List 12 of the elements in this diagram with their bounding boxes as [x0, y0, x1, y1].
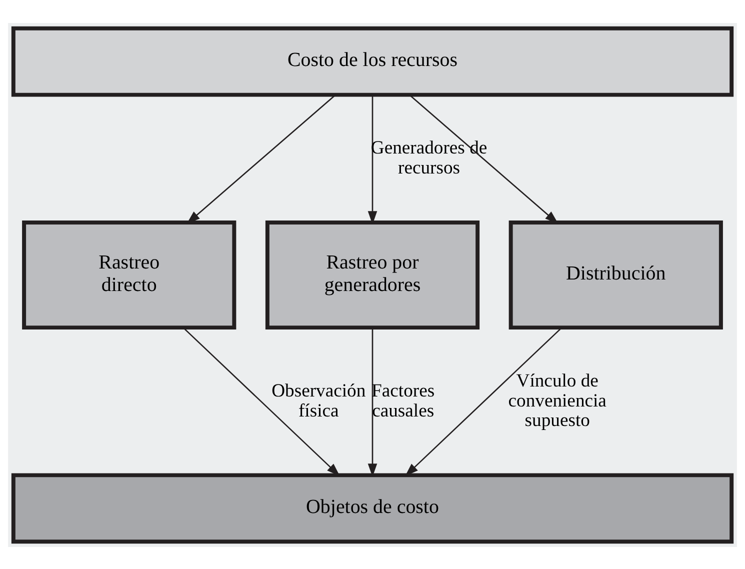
- node-box: Costo de los recursos: [11, 26, 734, 96]
- arrow: [182, 326, 340, 476]
- arrow: [368, 327, 378, 476]
- arrow: [405, 326, 562, 476]
- arrow: [409, 94, 558, 224]
- node-box: Rastreo directo: [22, 220, 236, 330]
- node-box: Rastreo por generadores: [265, 220, 480, 330]
- node-box: Objetos de costo: [11, 472, 734, 544]
- node-box: Distribución: [508, 220, 723, 330]
- edge-label: Vínculo de conveniencia supuesto: [508, 370, 606, 431]
- edge-label: Observación física: [272, 380, 366, 421]
- arrow: [186, 94, 336, 224]
